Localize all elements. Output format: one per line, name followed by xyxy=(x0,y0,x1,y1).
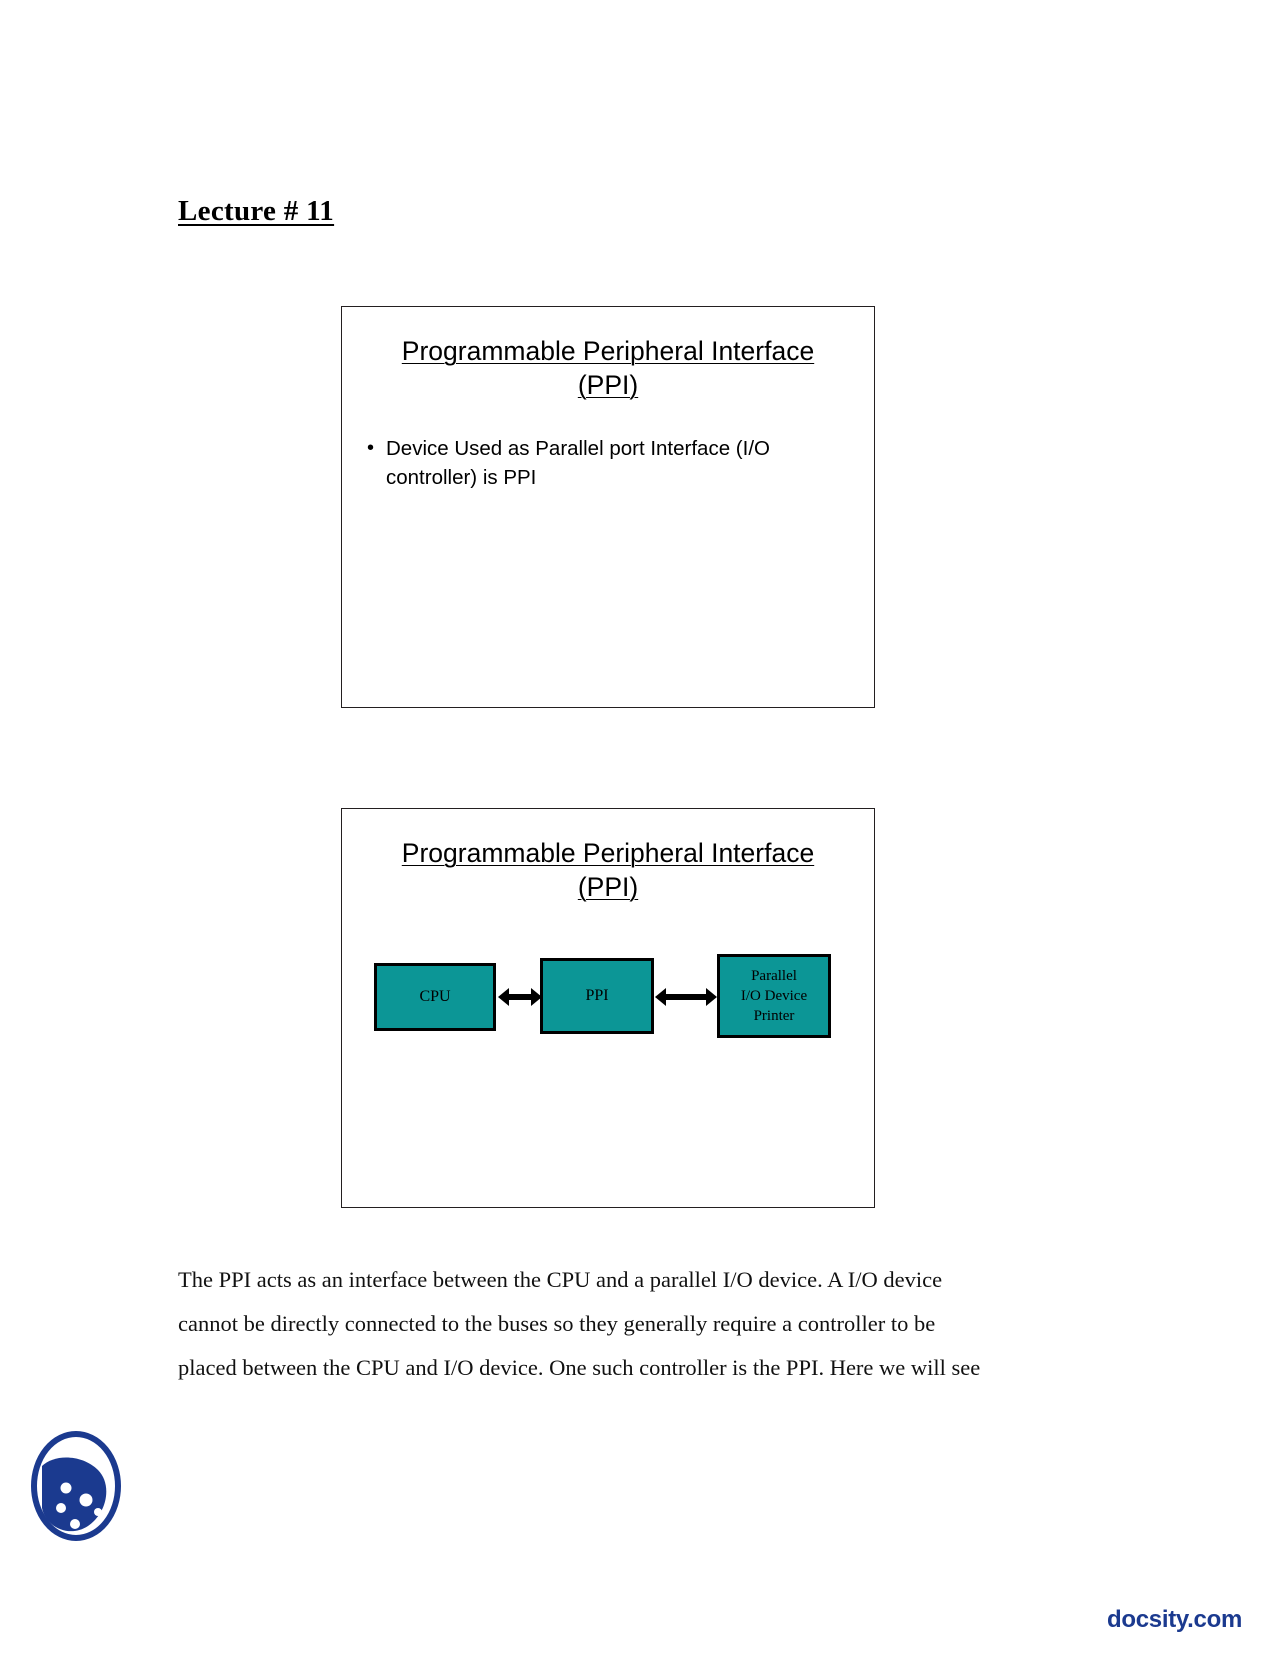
arrow-head-left xyxy=(655,988,666,1006)
slide-frame-2: Programmable Peripheral Interface (PPI) … xyxy=(341,808,875,1208)
slide-2-title-line1: Programmable Peripheral Interface xyxy=(401,838,815,868)
slide-1-title-line1: Programmable Peripheral Interface xyxy=(401,336,815,366)
bullet-text-line1: Device Used as Parallel port Interface (… xyxy=(386,437,770,460)
arrow-head-left xyxy=(498,988,509,1006)
diagram-box-cpu: CPU xyxy=(374,963,496,1031)
slide-1-bullet-list: • Device Used as Parallel port Interface… xyxy=(367,434,857,492)
diagram-box-ppi-label: PPI xyxy=(585,987,609,1004)
diagram-box-parallel-io-device: Parallel I/O Device Printer xyxy=(717,954,831,1038)
arrow-shaft xyxy=(506,994,534,1000)
diagram-box-device-line2: I/O Device xyxy=(740,988,808,1004)
arrow-head-right xyxy=(706,988,717,1006)
block-diagram: CPU PPI Parallel I/O Device Printer xyxy=(342,949,876,1049)
docsity-url-text: docsity.com xyxy=(1107,1606,1242,1633)
arrow-head-right xyxy=(531,988,542,1006)
bullet-text-line2: controller) is PPI xyxy=(386,466,537,489)
arrow-shaft xyxy=(663,994,709,1000)
docsity-logo-icon xyxy=(28,1430,124,1542)
body-line-3: placed between the CPU and I/O device. O… xyxy=(178,1355,981,1380)
diagram-box-ppi: PPI xyxy=(540,958,654,1034)
arrow-cpu-to-ppi-icon xyxy=(498,988,542,1006)
arrow-ppi-to-device-icon xyxy=(655,988,717,1006)
slide-2-title: Programmable Peripheral Interface (PPI) xyxy=(342,836,874,904)
body-paragraph: The PPI acts as an interface between the… xyxy=(178,1258,1008,1390)
diagram-box-cpu-label: CPU xyxy=(419,988,451,1005)
slide-1-title-line2: (PPI) xyxy=(577,370,639,400)
body-line-1: The PPI acts as an interface between the… xyxy=(178,1267,943,1292)
slide-2-title-line2: (PPI) xyxy=(577,872,639,902)
diagram-box-device-line1: Parallel xyxy=(751,968,797,984)
diagram-box-device-line3: Printer xyxy=(753,1008,795,1024)
page-title: Lecture # 11 xyxy=(178,195,335,227)
slide-frame-1: Programmable Peripheral Interface (PPI) … xyxy=(341,306,875,708)
list-item: • Device Used as Parallel port Interface… xyxy=(367,434,857,492)
bullet-marker-icon: • xyxy=(367,437,375,459)
slide-1-title: Programmable Peripheral Interface (PPI) xyxy=(342,334,874,402)
bullet-text: Device Used as Parallel port Interface (… xyxy=(386,434,857,492)
body-line-2: cannot be directly connected to the buse… xyxy=(178,1311,936,1336)
